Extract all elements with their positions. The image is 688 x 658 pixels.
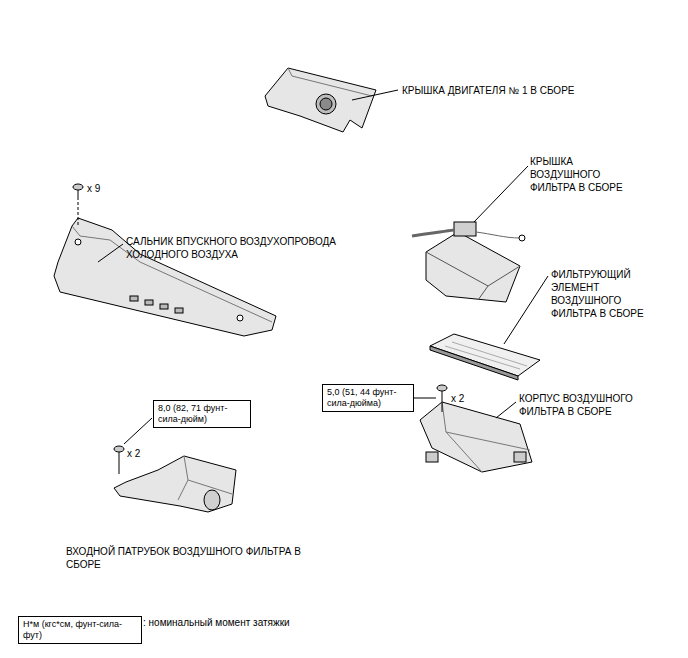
torque-value: 8,0 (82, 71 фунт-сила-дюйм): [158, 403, 246, 425]
legend-box: Н*м (кгс*см, фунт-сила-фут): [18, 616, 142, 644]
leader-line: [496, 402, 516, 418]
part-name: : номинальный момент затяжки: [143, 616, 290, 629]
part-name: ФИЛЬТРУЮЩИЙ ЭЛЕМЕНТ ВОЗДУШНОГО ФИЛЬТРА В…: [551, 268, 655, 320]
engine-cover: [265, 68, 376, 132]
filter-element: [430, 334, 540, 380]
bolt-symbol: [114, 446, 124, 474]
torque-value: Н*м (кгс*см, фунт-сила-фут): [23, 619, 137, 641]
quantity-label: x 9: [87, 182, 100, 195]
leader-line: [124, 418, 152, 444]
leader-line: [412, 398, 436, 399]
bolt-symbol: [73, 184, 83, 226]
torque-box: 8,0 (82, 71 фунт-сила-дюйм): [153, 400, 251, 428]
part-name: КРЫШКА ДВИГАТЕЛЯ № 1 В СБОРЕ: [402, 84, 574, 97]
part-name: КРЫШКА ВОЗДУШНОГО ФИЛЬТРА В СБОРЕ: [530, 155, 628, 194]
filter-cover: [412, 222, 525, 302]
torque-box: 5,0 (51, 44 фунт-сила-дюйма): [322, 384, 414, 412]
leader-line: [474, 166, 528, 222]
part-name: ВХОДНОЙ ПАТРУБОК ВОЗДУШНОГО ФИЛЬТРА В СБ…: [66, 545, 324, 571]
leader-line: [504, 276, 548, 344]
part-name: САЛЬНИК ВПУСКНОГО ВОЗДУХОПРОВОДА ХОЛОДНО…: [126, 235, 354, 261]
air-inlet: [114, 456, 236, 512]
leader-line: [98, 244, 123, 262]
filter-housing: [420, 402, 532, 472]
quantity-label: x 2: [451, 392, 464, 405]
part-name: КОРПУС ВОЗДУШНОГО ФИЛЬТРА В СБОРЕ: [519, 392, 643, 418]
air-duct-seal: [54, 218, 276, 336]
torque-value: 5,0 (51, 44 фунт-сила-дюйма): [327, 387, 409, 409]
leader-line: [352, 90, 398, 100]
quantity-label: x 2: [127, 447, 140, 460]
bolt-symbol: [437, 385, 447, 412]
